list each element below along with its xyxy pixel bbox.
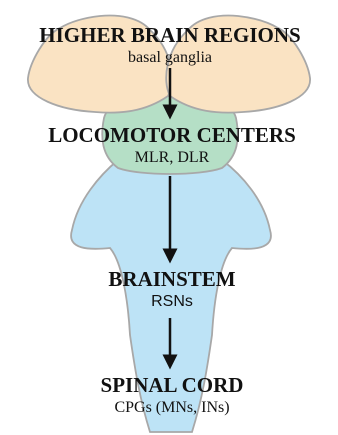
higher-brain-title: HIGHER BRAIN REGIONS: [39, 23, 300, 47]
brainstem-title: BRAINSTEM: [108, 267, 235, 291]
brainstem-subtitle: RSNs: [151, 293, 193, 310]
spinal-cord-title: SPINAL CORD: [101, 373, 244, 397]
spinal-cord-subtitle: CPGs (MNs, INs): [114, 399, 229, 416]
higher-brain-subtitle: basal ganglia: [128, 49, 212, 66]
locomotor-centers-subtitle: MLR, DLR: [135, 149, 210, 166]
locomotor-centers-title: LOCOMOTOR CENTERS: [48, 123, 296, 147]
